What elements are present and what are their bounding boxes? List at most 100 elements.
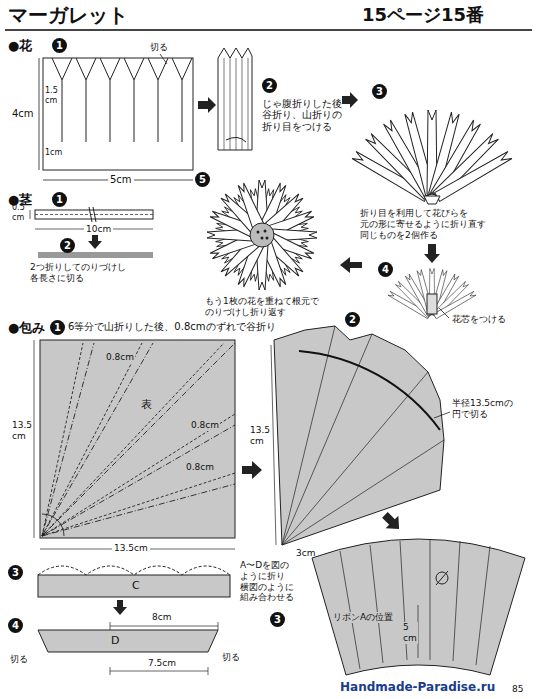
cone-shape [476,546,490,665]
cut-note: 切る [222,652,240,663]
wrap-square [42,343,235,536]
dimension-label: 5cm [108,174,134,186]
dimension-label: 0.8cm [105,352,135,363]
dimension-label: 8cm [150,612,173,623]
dimension-label: 13.5cm [112,543,150,554]
strip-d [110,626,218,627]
flower-strip [39,54,193,180]
flower-strip [62,80,63,142]
folded-strip [218,48,252,150]
dimension-label: 0.8cm [185,462,215,473]
strip-d [110,667,111,675]
flower-strip [160,54,167,64]
cut-note: 切る [150,42,168,53]
daisy [257,231,260,234]
dimension-label: 13.5 cm [12,420,32,442]
dimension-label: 1.5 cm [45,86,58,105]
stem-strip [30,210,31,219]
folded-strip [230,58,231,150]
strip-d [208,667,209,675]
instruction-text: もう1枚の花を重ねて根元で のりづけし折り返す [205,296,319,318]
callout-number: 2 [262,78,277,93]
folded-strip [224,58,225,150]
section-heading: ●花 [8,38,32,54]
part-letter: D [110,634,120,647]
arrow [88,234,102,249]
side-label: 表 [140,398,153,411]
callout-number: 1 [52,192,67,207]
stem-strip [38,252,153,258]
arrow [198,97,216,113]
cone-shape [340,551,360,669]
wrap-square [42,414,235,536]
flower-strip [110,80,111,142]
cone-shape [312,539,525,675]
wrap-square [42,343,224,536]
folded-fan [271,345,276,545]
callout-number: 4 [378,262,393,277]
folded-fan [434,412,450,418]
wrap-square [42,343,142,536]
daisy [264,230,267,233]
flower-strip [76,58,96,80]
cone-shape [453,541,460,661]
dimension-label: 4cm [12,108,34,120]
strip-d [38,622,218,675]
daisy [250,223,274,247]
instruction-text: 2つ折りしてのりづけし 各長さに切る [30,262,126,284]
position-note: リボンAの位置 [332,612,394,623]
callout-number: 3 [270,612,285,627]
flower-core [427,294,449,318]
wrap-square [40,340,235,538]
flower-strip [158,80,159,142]
callout-number: 4 [8,618,23,633]
cone-shape [430,540,431,660]
stem-strip [93,207,96,222]
part-letter: C [131,579,141,592]
folded-fan [299,351,440,430]
wrap-square [42,343,94,536]
flower-strip [134,80,135,142]
arrow [340,257,362,273]
arrow [379,509,406,536]
dimension-label: 7.5cm [146,658,178,669]
arrow [340,257,362,273]
flower-fan [424,196,440,204]
flower-strip [124,58,144,80]
folded-fan [282,440,444,545]
callout-number: 3 [8,565,23,580]
arrow [379,509,406,536]
strip-d [38,630,218,652]
dimension-label: 5 cm [402,622,418,644]
flower-strip [182,80,183,142]
arrow [113,600,127,615]
daisy [261,237,264,240]
flower-fan [435,151,513,202]
wrap-square [42,514,64,536]
callout-number: 2 [345,312,360,327]
callout-number: 1 [52,38,67,53]
cone-shape [312,539,525,675]
wrap-square [34,340,235,549]
dimension-label: 0.8cm [190,420,220,431]
callout-number: 5 [195,172,210,187]
arrow [342,92,358,108]
instruction-text: 6等分で山折りした後、0.8cmのずれで谷折り [68,321,276,333]
section-heading: ●包み [8,320,45,336]
cone-shape [370,545,383,663]
flower-strip [52,58,72,80]
flower-strip [100,58,120,80]
strip-c [38,566,230,597]
strip-c [38,566,230,575]
cut-note: 切る [10,654,28,665]
arrow [198,97,216,113]
wrap-square [42,473,235,536]
instruction-text: 半径13.5cmの 円で切る [452,398,513,420]
stem-strip [89,207,92,222]
instruction-text: A〜Dを図の ように折り 横図のように 組み合わせる [240,560,294,603]
instruction-text: 折り目を利用して花びらを 元の形に寄せるように折り直す 同じものを2個作る [360,208,486,240]
wrap-square [34,340,35,538]
flower-fan [352,110,513,204]
flower-with-core [388,269,476,319]
folded-strip [248,58,249,150]
